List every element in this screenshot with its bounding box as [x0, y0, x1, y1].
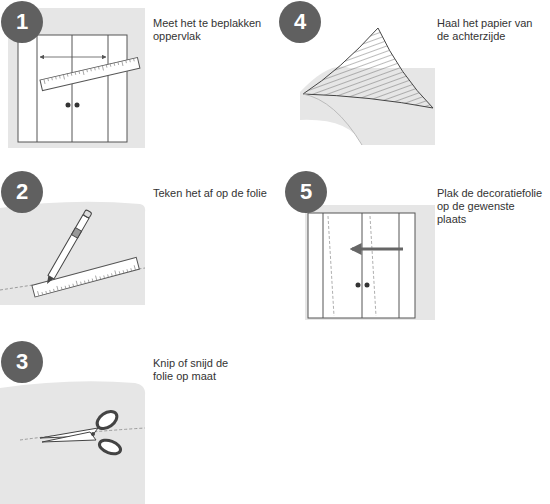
draw-illustration — [0, 202, 145, 305]
step-number-circle: 1 — [1, 1, 43, 43]
step-instruction: Haal het papier van de achterzijde — [437, 17, 545, 43]
step-instruction: Teken het af op de folie — [153, 187, 293, 200]
step-number: 2 — [1, 171, 43, 203]
step-number: 5 — [285, 171, 327, 203]
peel-illustration — [300, 28, 435, 145]
apply-illustration — [305, 205, 435, 320]
step-number: 4 — [279, 1, 321, 33]
step-number-circle: 5 — [285, 171, 327, 213]
step-instruction: Meet het te beplakken oppervlak — [153, 17, 278, 43]
step-number-circle: 2 — [1, 171, 43, 213]
step-number-circle: 3 — [1, 341, 43, 383]
step-instruction: Knip of snijd de folie op maat — [153, 357, 248, 383]
step-instruction: Plak de decoratiefolie op de gewenste pl… — [437, 187, 547, 226]
step-number: 1 — [1, 1, 43, 33]
step-number: 3 — [1, 341, 43, 373]
step-number-circle: 4 — [279, 1, 321, 43]
scissors — [40, 408, 122, 456]
cut-illustration — [0, 381, 145, 504]
